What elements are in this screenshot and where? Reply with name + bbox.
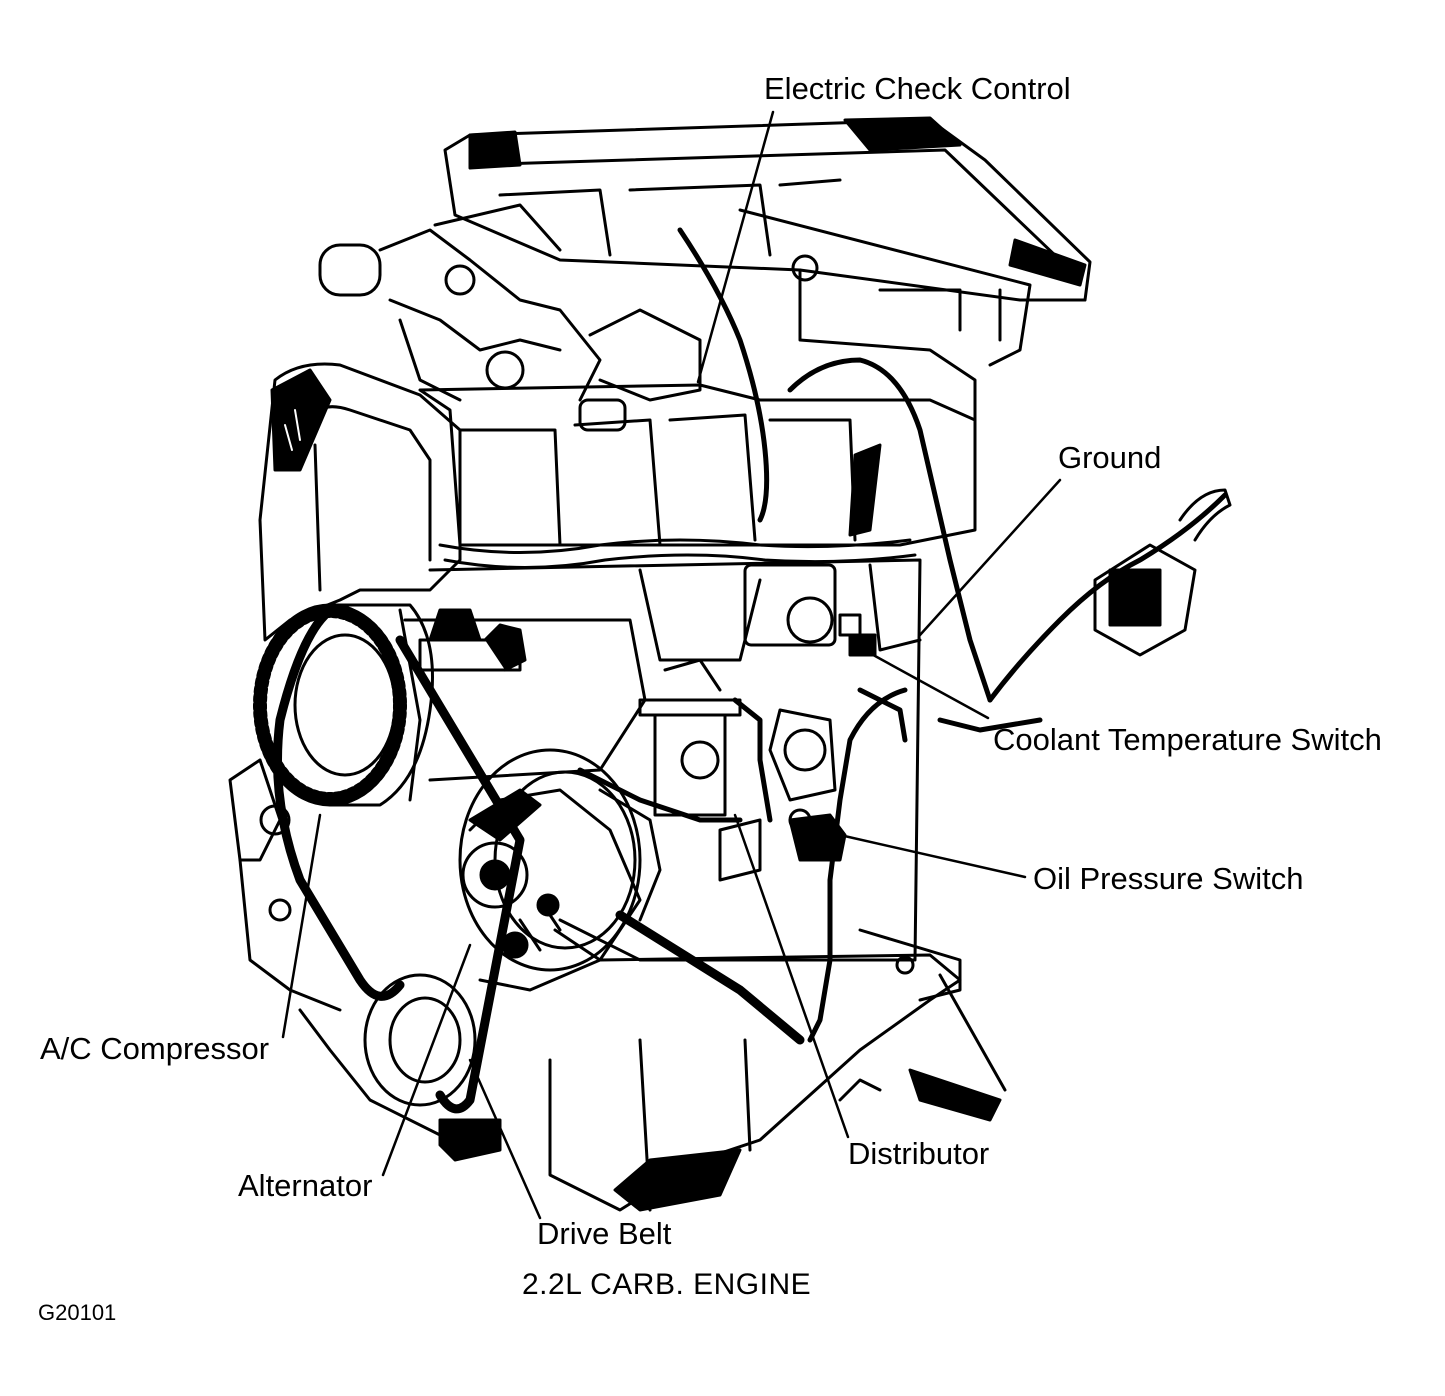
ac-compressor	[228, 603, 647, 1012]
leader-drive-belt	[468, 1058, 542, 1220]
label-alternator: Alternator	[238, 1168, 373, 1203]
coolant-temperature-switch	[848, 633, 877, 657]
label-ac-compressor: A/C Compressor	[40, 1031, 270, 1066]
figure-id: G20101	[38, 1300, 117, 1325]
crankshaft-pulley	[298, 973, 502, 1162]
leader-coolant-temperature-switch	[853, 643, 990, 720]
harness-connector	[1093, 488, 1232, 657]
drive-belt	[273, 610, 805, 1114]
wiring-harness	[577, 227, 1228, 1043]
leader-ground	[918, 478, 1062, 637]
oil-pan	[548, 928, 1002, 1212]
leader-distributor	[733, 813, 850, 1139]
carburetor	[318, 203, 702, 402]
leader-alternator	[381, 943, 472, 1177]
timing-belt-cover	[258, 362, 462, 642]
label-coolant-temperature-switch: Coolant Temperature Switch	[993, 722, 1382, 757]
label-distributor: Distributor	[848, 1136, 990, 1171]
label-electric-check-control: Electric Check Control	[764, 71, 1071, 106]
cylinder-head	[418, 383, 977, 569]
oil-pressure-switch	[788, 808, 847, 862]
air-cleaner-cover	[443, 116, 1092, 522]
label-ground: Ground	[1058, 440, 1162, 475]
leader-lines	[281, 110, 1062, 1220]
engine-block	[428, 558, 922, 962]
distributor	[638, 658, 742, 817]
figure-caption: 2.2L CARB. ENGINE	[522, 1268, 812, 1301]
leader-oil-pressure-switch	[838, 833, 1027, 879]
label-oil-pressure-switch: Oil Pressure Switch	[1033, 861, 1304, 896]
label-drive-belt: Drive Belt	[537, 1216, 672, 1251]
engine-mount	[858, 928, 1007, 1092]
leader-electric-check-control	[696, 110, 775, 384]
leader-ac-compressor	[281, 813, 322, 1039]
